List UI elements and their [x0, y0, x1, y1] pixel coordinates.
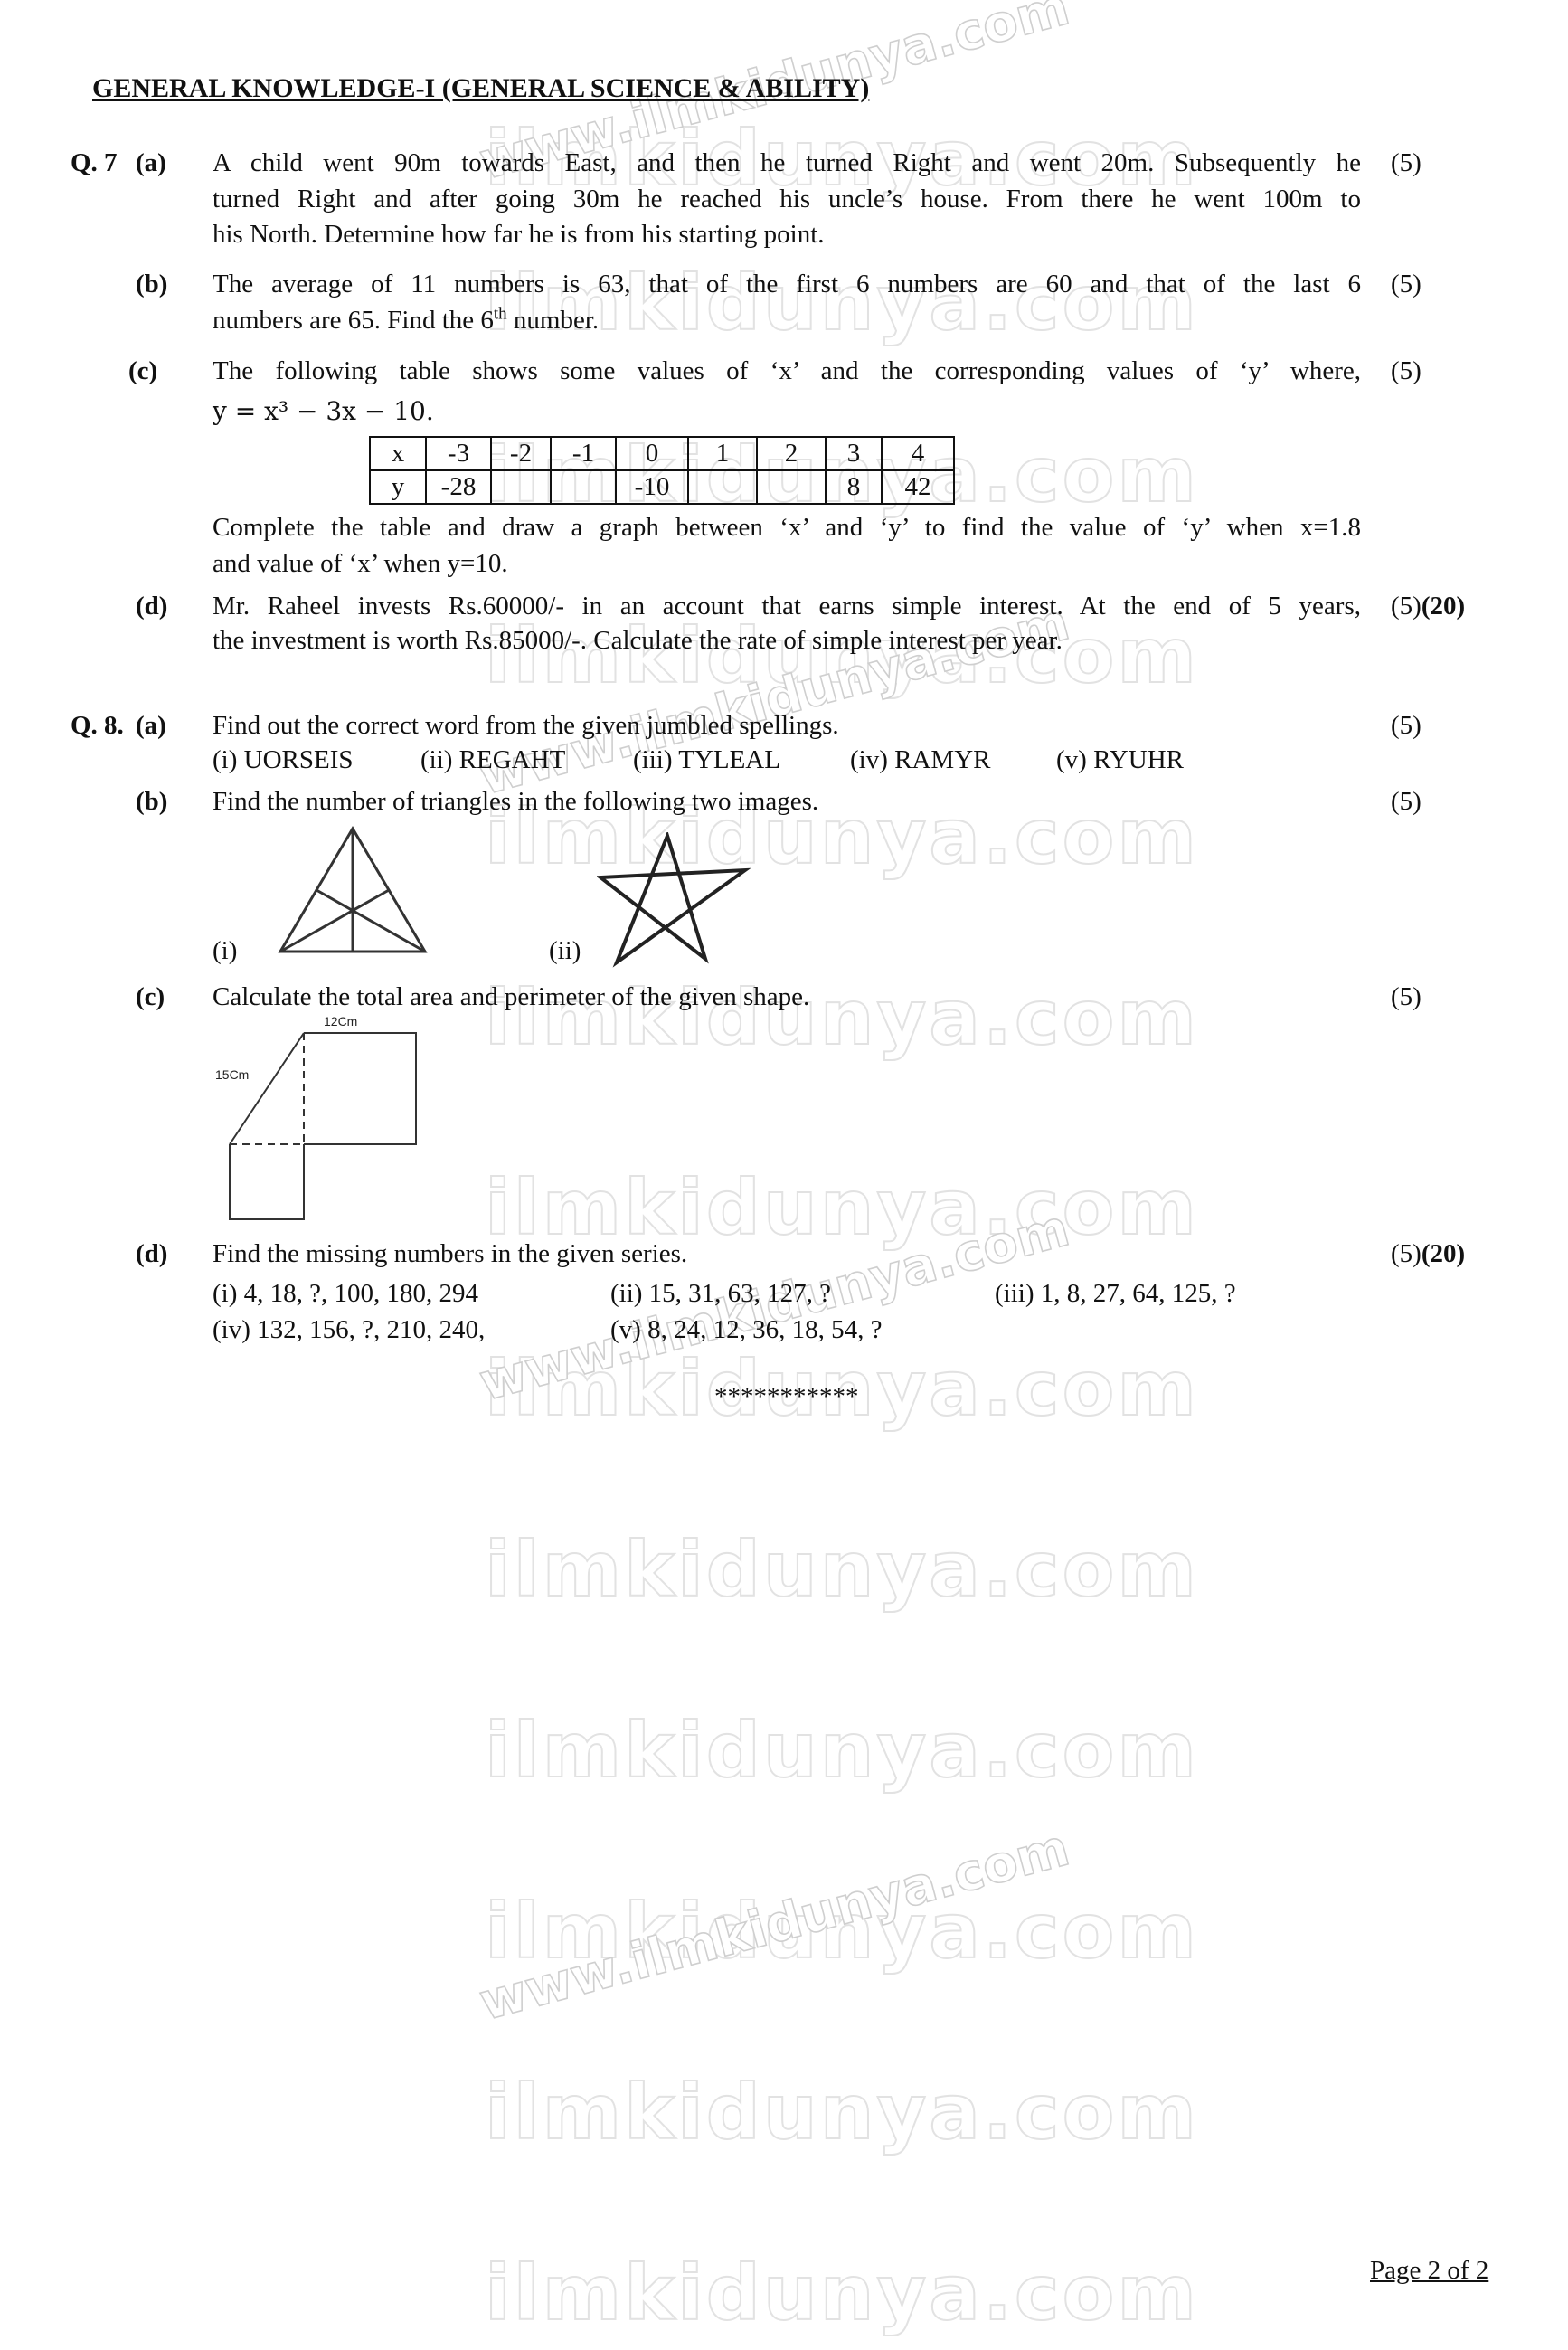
- q7a-label: (a): [136, 148, 166, 177]
- q8a-label: (a): [136, 711, 166, 740]
- q7b-text: numbers are 65. Find the 6: [213, 306, 494, 335]
- table-cell: 3: [825, 436, 883, 471]
- table-cell: [756, 469, 827, 505]
- table-cell: -2: [490, 436, 552, 471]
- q8a-marks: (5): [1391, 711, 1422, 740]
- q7c-equation: y = x³ − 3x − 10.: [213, 396, 434, 426]
- lower-square-outline: [229, 1144, 305, 1220]
- table-cell: 0: [615, 436, 689, 471]
- page-title: GENERAL KNOWLEDGE-I (GENERAL SCIENCE & A…: [92, 73, 870, 103]
- q7d-marks-part: (5): [1391, 592, 1422, 621]
- star-outline: [597, 832, 751, 968]
- series-item: (v) 8, 24, 12, 36, 18, 54, ?: [610, 1315, 883, 1344]
- question-8-label: Q. 8.: [71, 711, 124, 740]
- table-cell: 2: [756, 436, 827, 471]
- q7-total-marks: (20): [1421, 592, 1466, 621]
- q7d-text-line: the investment is worth Rs.85000/-. Calc…: [213, 626, 1063, 655]
- q8a-option: (i) UORSEIS: [213, 745, 354, 774]
- table-row-y: y -28 -10 8 42: [369, 469, 955, 505]
- q7c-text-line: and value of ‘x’ when y=10.: [213, 549, 508, 578]
- q7d-marks: (5)(20): [1391, 588, 1465, 624]
- xy-value-table: x -3 -2 -1 0 1 2 3 4 y -28 -10 8 42: [369, 436, 955, 505]
- watermark-text: ilmkidunya.com: [484, 2068, 1199, 2156]
- q8b-text-line: Find the number of triangles in the foll…: [213, 787, 819, 816]
- q8d-label: (d): [136, 1239, 168, 1268]
- watermark-text: ilmkidunya.com: [484, 1706, 1199, 1795]
- dimension-label-left: 15Cm: [215, 1067, 249, 1082]
- table-cell: -1: [550, 436, 617, 471]
- watermark-url: www.ilmkidunya.com: [473, 1818, 1076, 2033]
- table-cell: [687, 469, 758, 505]
- q7d-text-line: Mr. Raheel invests Rs.60000/- in an acco…: [213, 592, 1361, 621]
- q7a-marks: (5): [1391, 148, 1422, 177]
- triangle-median: [279, 888, 391, 953]
- q7b-text-line: The average of 11 numbers is 63, that of…: [213, 270, 1361, 298]
- q8c-marks: (5): [1391, 982, 1422, 1011]
- triangle-median: [315, 888, 427, 953]
- table-header-y: y: [369, 469, 427, 505]
- table-cell: -3: [425, 436, 492, 471]
- star-figure: [597, 832, 751, 968]
- table-cell: 8: [825, 469, 883, 505]
- q8c-text-line: Calculate the total area and perimeter o…: [213, 982, 810, 1011]
- q7a-text-line: his North. Determine how far he is from …: [213, 220, 825, 249]
- q8b-label: (b): [136, 787, 168, 816]
- table-cell: 42: [881, 469, 955, 505]
- triangle-slant-side: [229, 1032, 305, 1145]
- q7c-label: (c): [128, 356, 158, 385]
- end-marker: ***********: [714, 1382, 859, 1411]
- square-outline: [304, 1032, 417, 1145]
- q7b-label: (b): [136, 270, 168, 298]
- series-item: (iii) 1, 8, 27, 64, 125, ?: [995, 1279, 1236, 1308]
- q8d-marks-part: (5): [1391, 1239, 1422, 1268]
- q7a-text-line: turned Right and after going 30m he reac…: [213, 185, 1361, 213]
- q7b-marks: (5): [1391, 270, 1422, 298]
- q7a-text-line: A child went 90m towards East, and then …: [213, 148, 1361, 177]
- composite-shape-figure: 12Cm 15Cm: [215, 1014, 417, 1220]
- series-item: (iv) 132, 156, ?, 210, 240,: [213, 1315, 486, 1344]
- page-number: Page 2 of 2: [1370, 2256, 1489, 2285]
- q7b-text: number.: [506, 306, 600, 335]
- q8a-text-line: Find out the correct word from the given…: [213, 711, 839, 740]
- q8b-image-label: (i): [213, 936, 238, 965]
- q7c-marks: (5): [1391, 356, 1422, 385]
- table-cell: [490, 469, 552, 505]
- watermark-text: ilmkidunya.com: [484, 1525, 1199, 1614]
- series-item: (i) 4, 18, ?, 100, 180, 294: [213, 1279, 478, 1308]
- q7b-superscript: th: [493, 304, 507, 324]
- table-header-x: x: [369, 436, 427, 471]
- q8d-marks: (5)(20): [1391, 1236, 1465, 1272]
- series-item: (ii) 15, 31, 63, 127, ?: [610, 1279, 832, 1308]
- watermark-text: ilmkidunya.com: [484, 2249, 1199, 2337]
- q8-total-marks: (20): [1421, 1239, 1466, 1268]
- question-7-label: Q. 7: [71, 148, 118, 177]
- q8d-text-line: Find the missing numbers in the given se…: [213, 1239, 688, 1268]
- table-row-x: x -3 -2 -1 0 1 2 3 4: [369, 436, 955, 471]
- q8b-marks: (5): [1391, 787, 1422, 816]
- triangle-figure: [278, 826, 428, 953]
- table-cell: 1: [687, 436, 758, 471]
- q8a-option: (iv) RAMYR: [850, 745, 991, 774]
- table-cell: 4: [881, 436, 955, 471]
- q8a-option: (ii) REGAHT: [420, 745, 566, 774]
- q8c-label: (c): [136, 982, 165, 1011]
- dimension-label-top: 12Cm: [324, 1014, 357, 1028]
- q7c-text-line: Complete the table and draw a graph betw…: [213, 513, 1361, 542]
- q8b-image-label: (ii): [549, 936, 581, 965]
- q7c-text-line: The following table shows some values of…: [213, 356, 1361, 385]
- q8a-option: (iii) TYLEAL: [633, 745, 780, 774]
- q7d-label: (d): [136, 592, 168, 621]
- table-cell: -10: [615, 469, 689, 505]
- q7b-text-line: numbers are 65. Find the 6th number.: [213, 302, 599, 338]
- q8a-option: (v) RYUHR: [1056, 745, 1184, 774]
- table-cell: [550, 469, 617, 505]
- table-cell: -28: [425, 469, 492, 505]
